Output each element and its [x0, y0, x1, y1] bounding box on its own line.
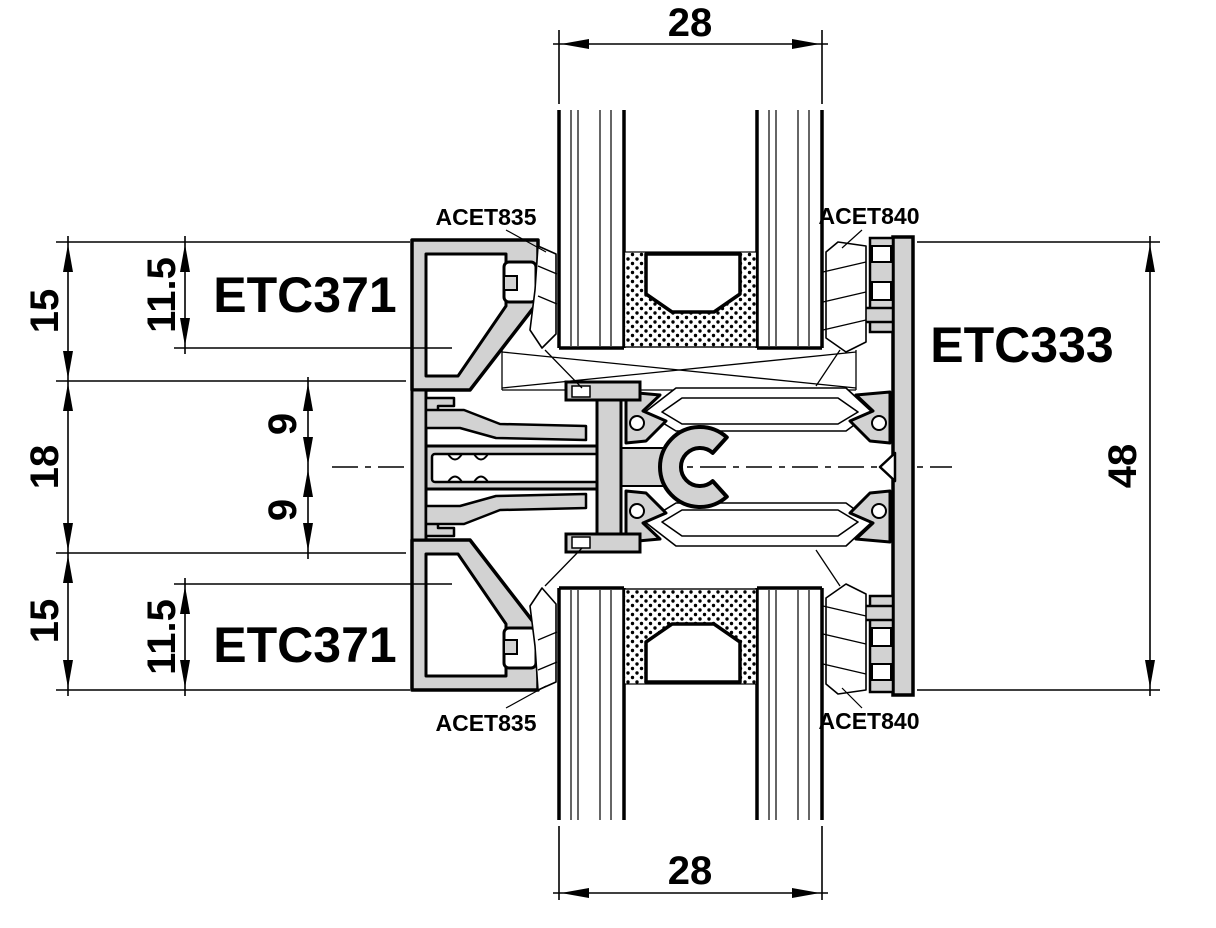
dim-profile-height: 48 — [1101, 444, 1145, 489]
bead-bottom-pocket-tab — [503, 639, 518, 655]
right-pocket-top-slots — [871, 245, 892, 301]
fork-arm-lower — [424, 492, 588, 526]
column-notch-top — [571, 385, 591, 398]
profile-etc371 — [410, 238, 642, 692]
dim-bead-offset-bottom: 11.5 — [140, 599, 184, 675]
label-acet840-bottom: ACET840 — [819, 708, 920, 734]
part-labels: ETC371 ETC371 ETC333 ACET835 ACET840 ACE… — [213, 203, 1113, 736]
dim-half-span-upper: 9 — [261, 413, 305, 435]
gasket-label-leaders — [505, 229, 863, 709]
glass-pane-inner-lines-bottom — [570, 590, 810, 820]
screw-channel-knurls — [447, 453, 489, 483]
label-etc371-top: ETC371 — [213, 267, 396, 323]
glass-unit-top — [557, 110, 824, 350]
bead-top-pocket-tab — [503, 275, 518, 291]
column-notch-bottom — [571, 536, 591, 549]
label-acet840-top: ACET840 — [819, 203, 920, 229]
right-pocket-bottom-slots — [871, 627, 892, 681]
dim-left-chain-middle: 18 — [23, 445, 67, 490]
glass-pane-inner-lines-top — [570, 110, 810, 346]
dim-glass-width-bottom: 28 — [668, 849, 713, 893]
spacer-bar-hollow-top — [644, 252, 742, 314]
left-wall — [410, 388, 428, 542]
gasket-fins — [537, 261, 867, 675]
bead-top-chamber — [424, 252, 508, 378]
profile-etc333 — [860, 235, 915, 697]
label-acet835-top: ACET835 — [436, 204, 537, 230]
dim-glass-width-top: 28 — [668, 1, 713, 45]
right-wall-snap-notch — [878, 451, 897, 483]
strut-upper-inner — [661, 397, 859, 425]
dimension-lines — [56, 30, 1160, 900]
dimension-arrows — [63, 39, 1155, 898]
dim-left-chain-top: 15 — [23, 289, 67, 334]
dim-half-span-lower: 9 — [261, 499, 305, 521]
interlock-holes — [629, 415, 887, 519]
thermal-break-struts — [644, 387, 873, 547]
c-clip — [658, 425, 729, 509]
glass-unit-bottom — [557, 586, 824, 820]
label-etc371-bottom: ETC371 — [213, 617, 396, 673]
label-etc333: ETC333 — [930, 317, 1113, 373]
spacer-bar-hollow-bottom — [644, 622, 742, 684]
fork-arm-upper — [424, 408, 588, 442]
strut-lower-inner — [661, 509, 859, 537]
dim-left-chain-bottom: 15 — [23, 599, 67, 644]
dim-bead-offset-top: 11.5 — [140, 257, 184, 333]
setting-block-cross — [501, 350, 857, 391]
label-acet835-bottom: ACET835 — [436, 710, 537, 736]
dimension-texts: 28 28 48 15 18 15 11.5 11.5 9 9 — [23, 1, 1145, 893]
